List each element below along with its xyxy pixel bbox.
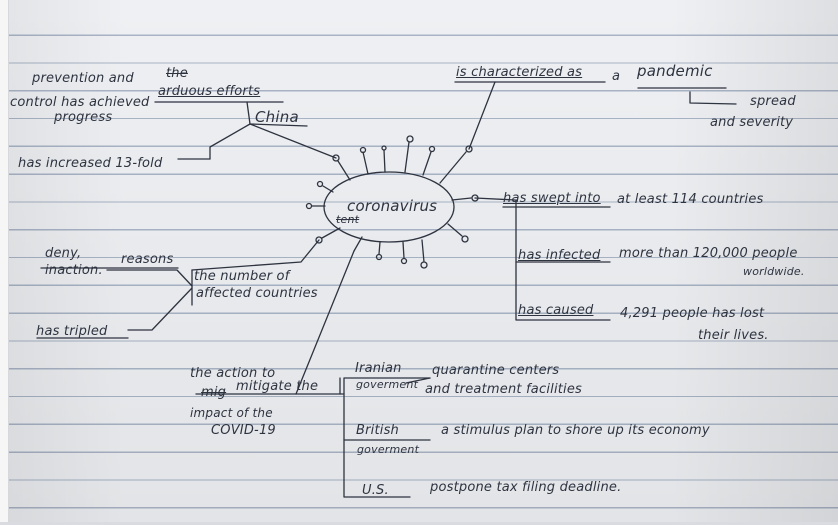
arduous-efforts-text: arduous efforts xyxy=(158,84,261,99)
china-label: China xyxy=(255,108,299,126)
deaths-line-1: 4,291 people has lost xyxy=(620,306,765,321)
number-of-text: the number of xyxy=(194,269,290,284)
us-action-text: postpone tax filing deadline. xyxy=(430,480,622,495)
iranian-label: Iranian xyxy=(355,361,402,376)
pandemic-text: pandemic xyxy=(637,62,713,80)
has-tripled-text: has tripled xyxy=(36,324,108,339)
action-line-3: impact of the xyxy=(190,406,273,420)
virus-body-outline xyxy=(323,171,455,243)
virus-spikes xyxy=(305,135,479,269)
countries-count-text: at least 114 countries xyxy=(617,192,764,207)
infected-count-line-2: worldwide. xyxy=(743,265,805,278)
british-action-text: a stimulus plan to shore up its economy xyxy=(441,423,710,438)
infected-count-line-1: more than 120,000 people xyxy=(619,246,798,261)
branch-lines xyxy=(36,81,737,498)
deny-text: deny, xyxy=(45,246,82,261)
page-bottom-edge xyxy=(0,522,838,525)
characterized-text: is characterized as xyxy=(456,65,583,80)
prevention-line-3: progress xyxy=(54,110,113,125)
spread-text: spread xyxy=(750,94,796,109)
struck-mig: mig xyxy=(201,385,227,400)
has-caused-text: has caused xyxy=(518,303,594,318)
british-label: British xyxy=(356,423,399,438)
page-binding-edge xyxy=(0,0,9,525)
iranian-action-line-2: and treatment facilities xyxy=(425,382,583,397)
iranian-action-line-1: quarantine centers xyxy=(432,363,560,378)
inaction-text: inaction. xyxy=(45,263,103,278)
reasons-text: reasons xyxy=(121,252,174,267)
deaths-line-2: their lives. xyxy=(698,328,769,343)
iranian-goverment-label: goverment xyxy=(356,378,419,391)
prevention-line-1: prevention and xyxy=(32,71,134,86)
us-label: U.S. xyxy=(362,483,389,498)
british-goverment-label: goverment xyxy=(357,443,420,456)
has-infected-text: has infected xyxy=(518,248,601,263)
affected-countries-text: affected countries xyxy=(196,286,318,301)
action-line-4: COVID-19 xyxy=(211,423,276,438)
coronavirus-label: coronavirus xyxy=(347,197,438,215)
struck-the: the xyxy=(166,66,188,81)
severity-text: and severity xyxy=(710,115,794,130)
increased-13-fold-text: has increased 13-fold xyxy=(18,156,163,171)
prevention-line-2: control has achieved xyxy=(10,95,150,110)
action-line-2: mitigate the xyxy=(236,379,319,394)
struck-text: tent xyxy=(336,213,360,226)
has-swept-into-text: has swept into xyxy=(503,191,601,206)
article-a: a xyxy=(612,69,621,84)
action-line-1: the action to xyxy=(190,366,276,381)
